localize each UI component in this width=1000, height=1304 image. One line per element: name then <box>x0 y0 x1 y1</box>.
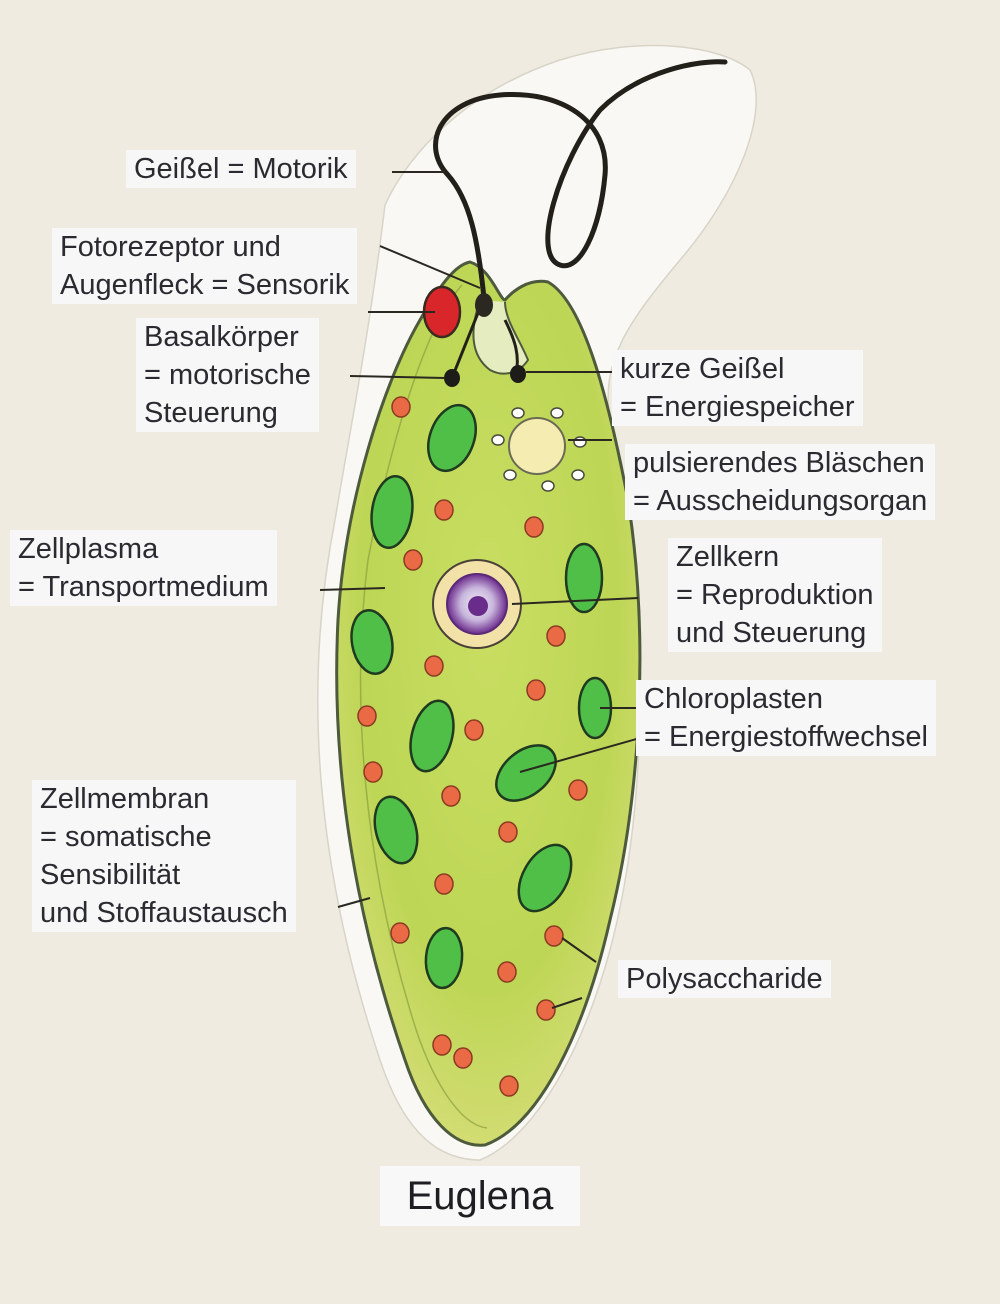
polysaccharide-granule <box>424 655 444 677</box>
polysaccharide-granule <box>499 1075 519 1097</box>
photoreceptor <box>475 293 493 317</box>
label-kurze-geissel: kurze Geißel = Energiespeicher <box>612 350 863 426</box>
polysaccharide-granule <box>363 761 383 783</box>
polysaccharide-granule <box>432 1034 452 1056</box>
polysaccharide-granule <box>464 719 484 741</box>
polysaccharide-granule <box>434 499 454 521</box>
polysaccharide-granule <box>391 396 411 418</box>
polysaccharide-granule <box>357 705 377 727</box>
polysaccharide-granule <box>453 1047 473 1069</box>
chloroplast <box>424 926 464 990</box>
polysaccharide-granule <box>498 821 518 843</box>
label-basalkoerper: Basalkörper = motorische Steuerung <box>136 318 319 432</box>
chloroplast <box>350 609 394 675</box>
diagram-title: Euglena <box>380 1166 580 1226</box>
polysaccharide-granule <box>441 785 461 807</box>
label-zellplasma: Zellplasma = Transportmedium <box>10 530 277 606</box>
chloroplast <box>427 403 477 473</box>
gullet <box>472 299 530 375</box>
chloroplast <box>495 744 557 802</box>
chloroplast <box>373 795 419 865</box>
label-geissel: Geißel = Motorik <box>126 150 356 188</box>
chloroplasts <box>350 403 613 990</box>
chloroplast <box>370 474 414 550</box>
label-fotorezeptor: Fotorezeptor und Augenfleck = Sensorik <box>52 228 358 304</box>
polysaccharide-granule <box>526 679 546 701</box>
polysaccharide-granule <box>497 961 517 983</box>
polysaccharide-granule <box>536 999 556 1021</box>
label-polysaccharide: Polysaccharide <box>618 960 831 998</box>
polysaccharide-granule <box>403 549 423 571</box>
chloroplast <box>564 542 604 614</box>
polysaccharide-granule <box>434 873 454 895</box>
polysaccharide-granule <box>390 922 410 944</box>
long-flagellum <box>433 59 728 301</box>
polysaccharide-granules <box>357 396 588 1097</box>
polysaccharide-granule <box>568 779 588 801</box>
chloroplast <box>409 699 455 773</box>
leader-lines <box>319 171 641 1009</box>
basal-body-left <box>444 369 460 387</box>
label-blaeschen: pulsierendes Bläschen = Ausscheidungsorg… <box>625 444 936 520</box>
polysaccharide-granule <box>544 925 564 947</box>
label-zellmembran: Zellmembran = somatische Sensibilität un… <box>32 780 296 932</box>
cell-body <box>335 260 642 1147</box>
chloroplast <box>517 843 573 913</box>
label-zellkern: Zellkern = Reproduktion und Steuerung <box>668 538 882 652</box>
label-chloroplasten: Chloroplasten = Energiestoffwechsel <box>636 680 936 756</box>
polysaccharide-granule <box>546 625 566 647</box>
polysaccharide-granule <box>524 516 544 538</box>
basal-body-right <box>510 365 526 383</box>
contractile-vacuole <box>508 417 566 475</box>
